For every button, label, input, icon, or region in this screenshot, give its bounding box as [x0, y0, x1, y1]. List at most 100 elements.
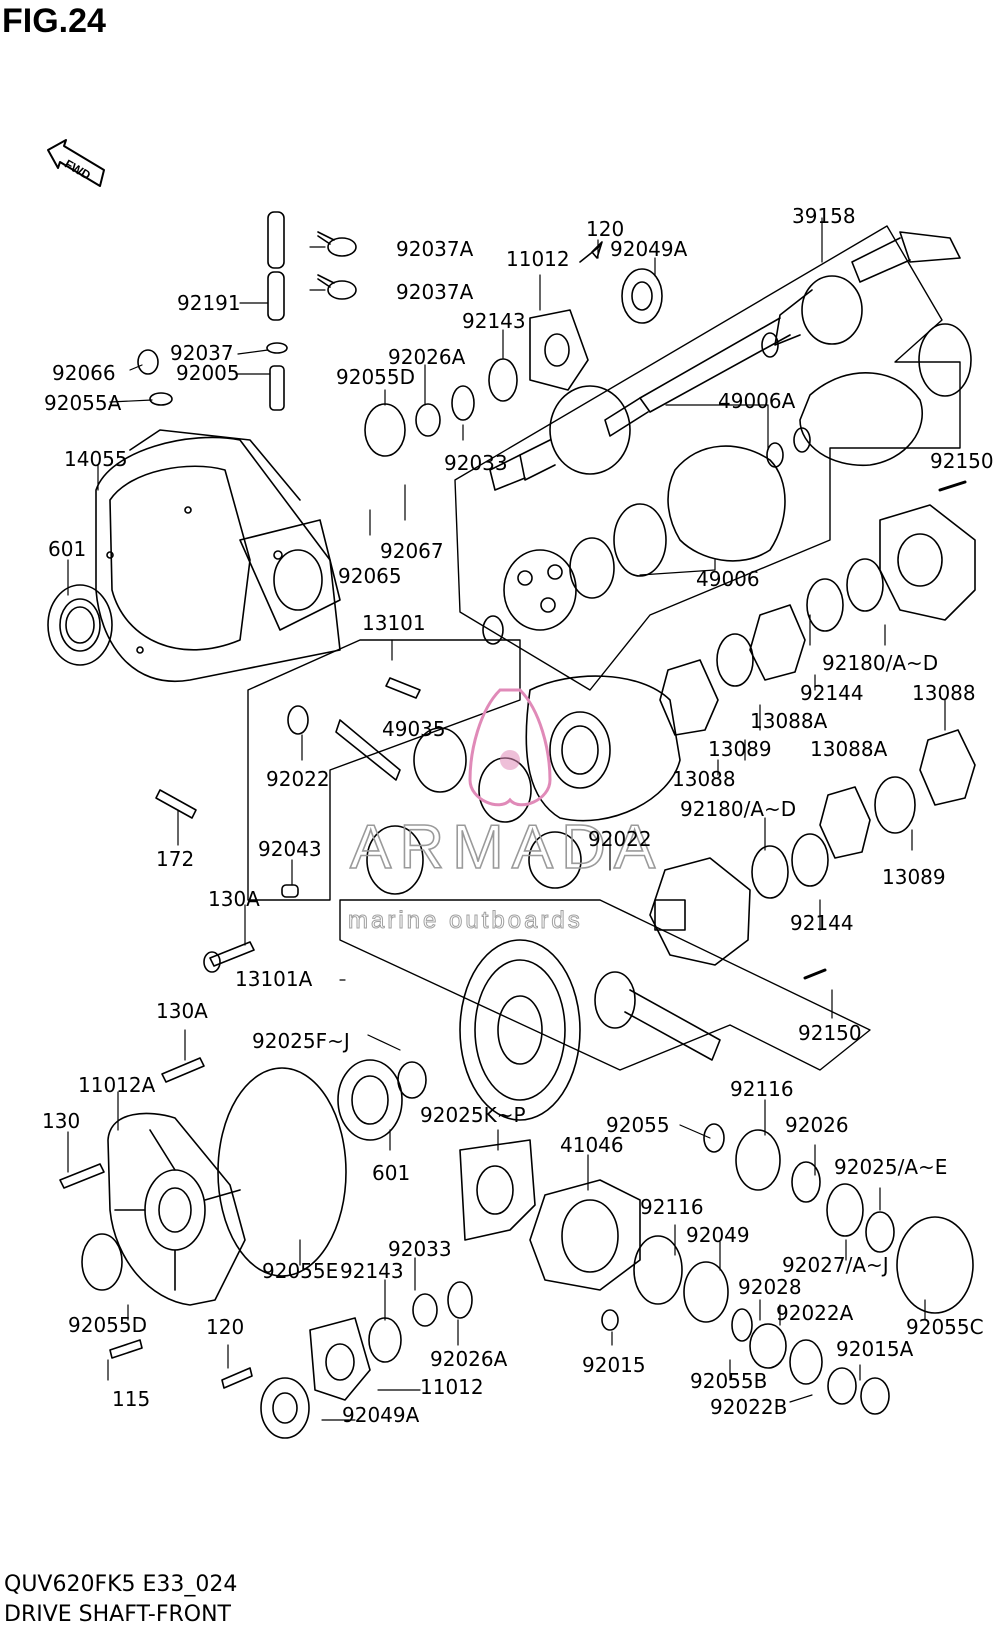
part-label-92116_mid: 92116 — [640, 1195, 704, 1219]
part-label-92022a: 92022A — [776, 1301, 854, 1325]
leader-lines — [67, 217, 946, 1421]
part-label-172: 172 — [156, 847, 194, 871]
o-ring-92055d-top — [364, 403, 406, 457]
part-label-130a_1: 130A — [208, 887, 260, 911]
part-label-120_top: 120 — [586, 217, 624, 241]
part-label-13088_mid: 13088 — [672, 767, 736, 791]
part-label-92025kp: 92025K~P — [420, 1103, 526, 1127]
part-label-92043: 92043 — [258, 837, 322, 861]
pin-49035 — [385, 677, 421, 699]
part-label-92144_2: 92144 — [790, 911, 854, 935]
part-label-92143_bot: 92143 — [340, 1259, 404, 1283]
part-label-92026a_top: 92026A — [388, 345, 466, 369]
circlip-92033-top — [451, 385, 475, 421]
part-label-92055b: 92055B — [690, 1369, 767, 1393]
part-label-92033_bot: 92033 — [388, 1237, 452, 1261]
stud-172 — [155, 789, 197, 819]
part-label-13088a_2: 13088A — [810, 737, 888, 761]
group-outline-differential — [247, 639, 521, 901]
part-label-11012a: 11012A — [78, 1073, 156, 1097]
part-label-92027aj: 92027/A~J — [782, 1253, 889, 1277]
part-label-92067: 92067 — [380, 539, 444, 563]
part-label-92026a_bot: 92026A — [430, 1347, 508, 1371]
part-label-13101a: 13101A — [235, 967, 313, 991]
bolt-130a-2 — [161, 1057, 205, 1083]
part-label-115: 115 — [112, 1387, 150, 1411]
bearing-601-top — [47, 584, 113, 666]
housing-41046 — [529, 1179, 641, 1331]
drive-shaft-39158 — [489, 231, 961, 491]
cv-joint — [482, 549, 577, 645]
part-label-92025ae: 92025/A~E — [834, 1155, 947, 1179]
small-fittings — [137, 342, 288, 411]
part-label-49035: 49035 — [382, 717, 446, 741]
watermark: ARMADA marine outboards — [348, 688, 656, 935]
bearing-stack-bottom — [633, 1123, 895, 1415]
watermark-tagline: marine outboards — [348, 907, 583, 934]
part-label-92150_top: 92150 — [930, 449, 994, 473]
washer-92026a-top — [415, 403, 441, 437]
part-label-92005: 92005 — [176, 361, 240, 385]
part-label-92191: 92191 — [177, 291, 241, 315]
part-label-120_bot: 120 — [206, 1315, 244, 1339]
part-label-92055e: 92055E — [262, 1259, 338, 1283]
bottom-left-parts — [260, 1281, 473, 1439]
part-label-92055d_bot: 92055D — [68, 1313, 147, 1337]
boot-49006 — [569, 323, 972, 599]
pinion-gear — [594, 971, 721, 1061]
part-label-92049a_top: 92049A — [610, 237, 688, 261]
part-label-92055c: 92055C — [906, 1315, 984, 1339]
part-label-92037: 92037 — [170, 341, 234, 365]
shim-stack-right — [659, 558, 976, 899]
differential-case — [525, 675, 681, 822]
part-label-92033_top: 92033 — [444, 451, 508, 475]
part-label-39158: 39158 — [792, 204, 856, 228]
part-label-92022_mid: 92022 — [588, 827, 652, 851]
part-label-92150_bot: 92150 — [798, 1021, 862, 1045]
part-label-130: 130 — [42, 1109, 80, 1133]
group-outline-driveshaft — [454, 225, 961, 691]
part-label-49006: 49006 — [696, 567, 760, 591]
part-label-92028: 92028 — [738, 1275, 802, 1299]
part-label-601_bot: 601 — [372, 1161, 410, 1185]
o-ring-92055e — [217, 1067, 347, 1277]
part-label-92055d_top: 92055D — [336, 365, 415, 389]
part-label-92055: 92055 — [606, 1113, 670, 1137]
part-label-92022b: 92022B — [710, 1395, 787, 1419]
part-label-92049: 92049 — [686, 1223, 750, 1247]
section-name: DRIVE SHAFT-FRONT — [4, 1602, 231, 1627]
part-label-130a_2: 130A — [156, 999, 208, 1023]
part-label-92066: 92066 — [52, 361, 116, 385]
part-label-92022_left: 92022 — [266, 767, 330, 791]
figure-title: FIG.24 — [2, 2, 106, 40]
group-outline-gear — [339, 899, 871, 1071]
part-label-92116_top: 92116 — [730, 1077, 794, 1101]
bolt-130 — [59, 1163, 105, 1189]
bolt-115 — [109, 1339, 143, 1359]
part-label-13101: 13101 — [362, 611, 426, 635]
o-ring-92055c — [896, 1216, 974, 1314]
part-label-92180ad_1: 92180/A~D — [822, 651, 938, 675]
o-ring-92055d-bottom — [81, 1233, 123, 1291]
gasket-92025k-p — [459, 1139, 536, 1241]
part-label-14055: 14055 — [64, 447, 128, 471]
part-label-49006a: 49006A — [718, 389, 796, 413]
part-label-92037a_2: 92037A — [396, 280, 474, 304]
bolt-120-top — [579, 241, 603, 263]
bolt-130a-1 — [209, 941, 255, 967]
dowel-pin-92191 — [267, 211, 285, 321]
watermark-logo-icon — [468, 688, 552, 807]
cover-11012a — [107, 1112, 246, 1306]
banjo-fitting-92037a — [317, 231, 357, 300]
pin-92043 — [281, 884, 299, 898]
pinion-shaft-49035 — [335, 719, 401, 781]
part-label-92055a: 92055A — [44, 391, 122, 415]
flange-11012-top — [529, 309, 589, 391]
part-label-11012_bot: 11012 — [420, 1375, 484, 1399]
part-label-92180ad_2: 92180/A~D — [680, 797, 796, 821]
part-label-41046: 41046 — [560, 1133, 624, 1157]
model-code: QUV620FK5 E33_024 — [4, 1572, 238, 1597]
part-labels: 3915812092049A1101292037A92037A921919214… — [42, 204, 994, 1427]
